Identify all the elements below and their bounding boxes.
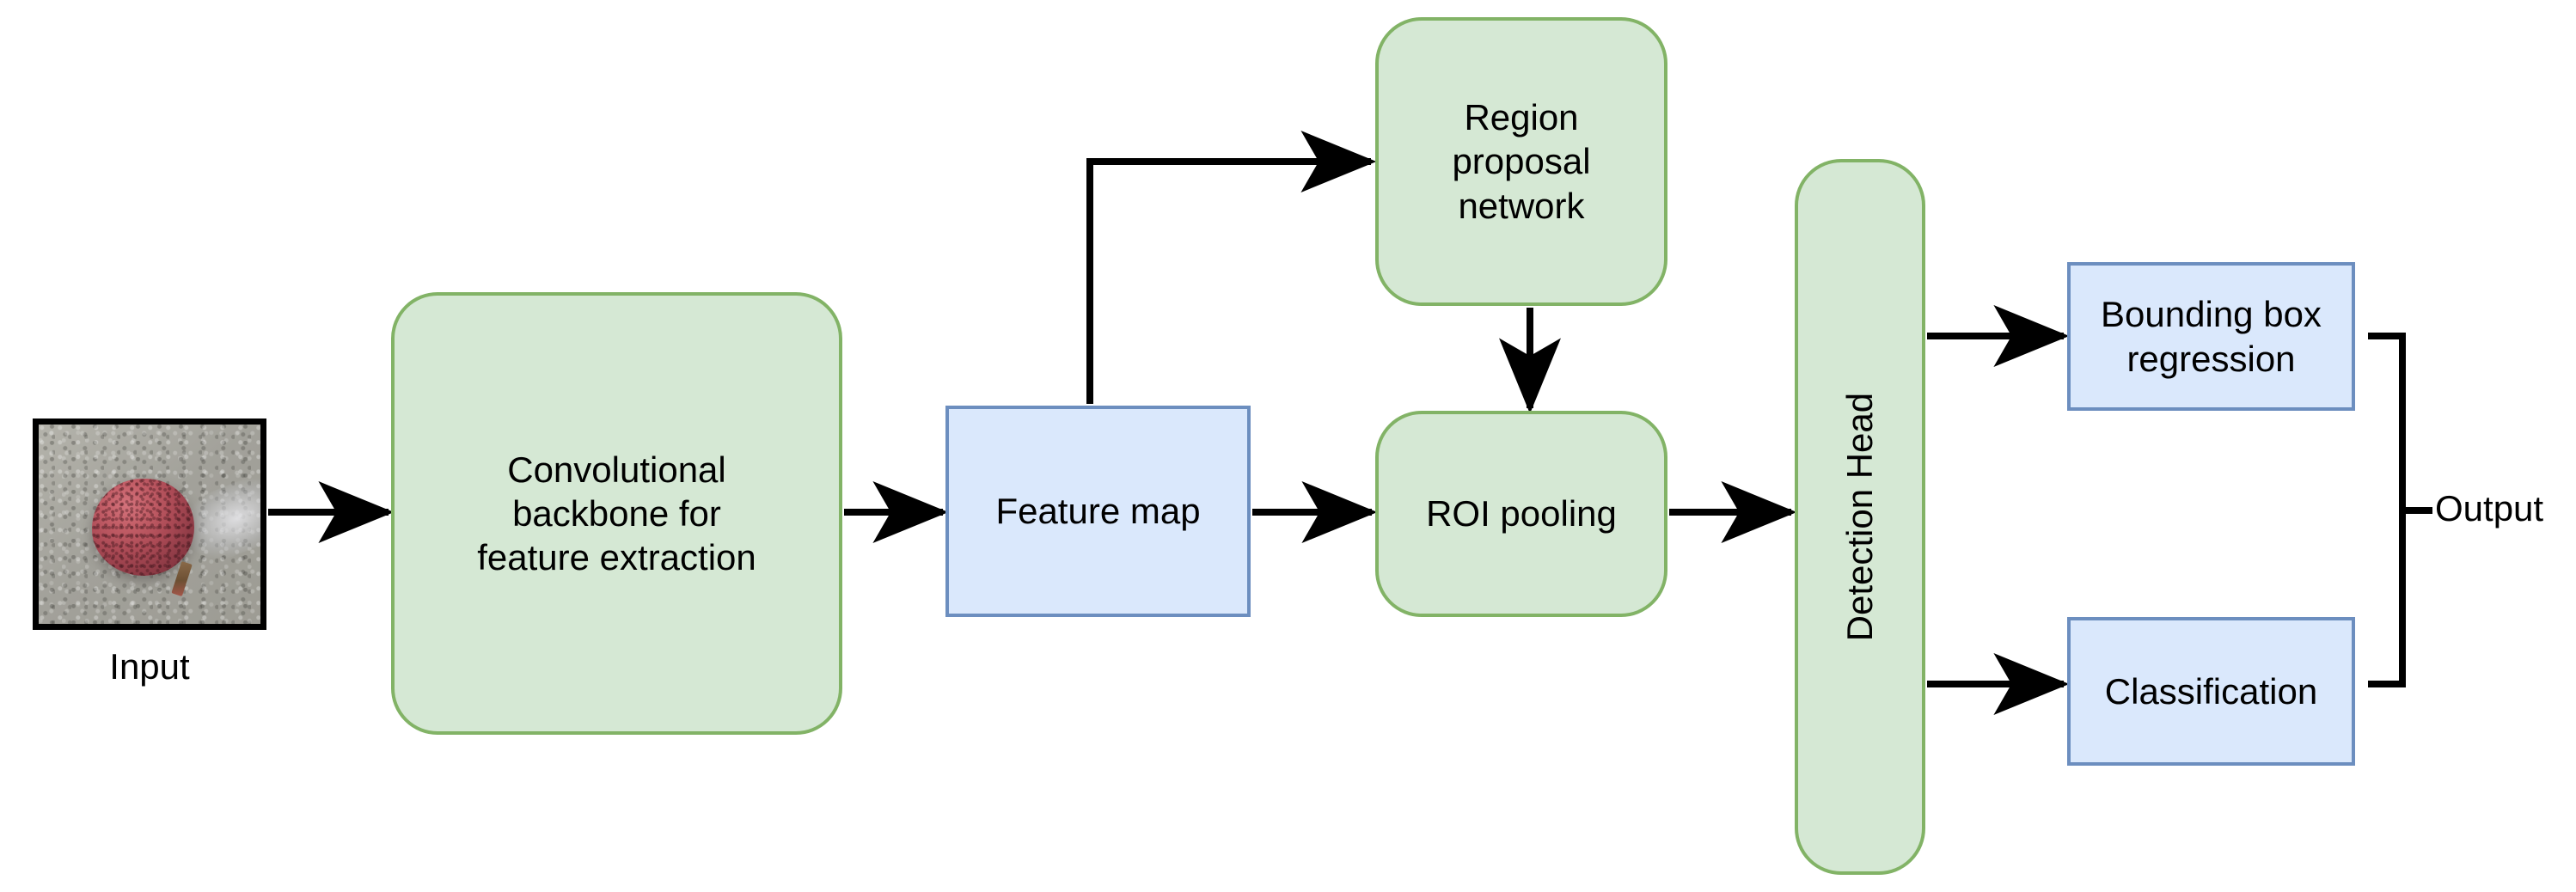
node-feature-map[interactable]: Feature map	[945, 406, 1251, 617]
node-region-proposal-network-label: Region proposal network	[1452, 97, 1591, 226]
node-bounding-box-regression-label: Bounding box regression	[2101, 294, 2322, 379]
node-feature-map-label: Feature map	[995, 491, 1201, 532]
node-region-proposal-network[interactable]: Region proposal network	[1375, 17, 1667, 306]
node-classification-label: Classification	[2104, 670, 2318, 712]
node-convolutional-backbone-label: Convolutional backbone for feature extra…	[477, 449, 756, 578]
output-group-label: Output	[2435, 488, 2543, 529]
output-bracket	[2368, 333, 2406, 687]
node-detection-head-label: Detection Head	[1839, 392, 1881, 642]
node-classification[interactable]: Classification	[2067, 617, 2355, 766]
node-detection-head[interactable]: Detection Head	[1795, 159, 1925, 875]
output-group-text: Output	[2435, 488, 2544, 528]
node-roi-pooling[interactable]: ROI pooling	[1375, 411, 1667, 617]
node-convolutional-backbone[interactable]: Convolutional backbone for feature extra…	[391, 292, 842, 735]
edge-feature-map-to-rpn	[1086, 131, 1377, 404]
lychee-fruit	[91, 478, 194, 577]
node-roi-pooling-label: ROI pooling	[1426, 493, 1617, 535]
input-image-thumbnail	[33, 419, 266, 630]
node-bounding-box-regression[interactable]: Bounding box regression	[2067, 262, 2355, 411]
input-caption-label: Input	[109, 646, 190, 687]
input-caption: Input	[33, 646, 266, 687]
